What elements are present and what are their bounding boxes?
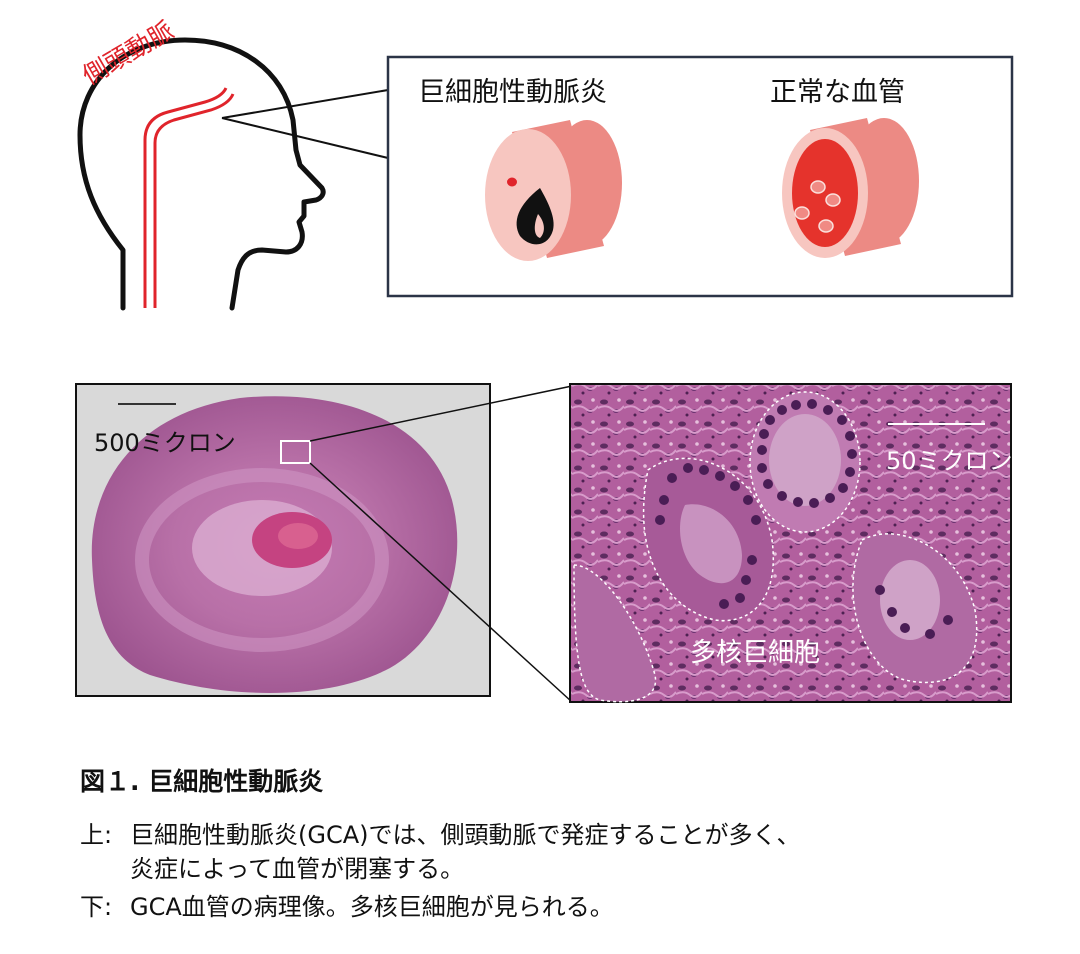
low-power-scale-label: 500ミクロン [94,429,236,457]
caption-title: 図１. 巨細胞性動脈炎 [80,767,324,796]
giant-cells-label: 多核巨細胞 [690,638,821,668]
flame-icon [516,188,554,245]
zoom-lines [309,385,573,703]
caption-line2-text: GCA血管の病理像。多核巨細胞が見られる。 [130,893,614,921]
gca-panel-title: 巨細胞性動脈炎 [418,77,607,108]
normal-panel-title: 正常な血管 [770,77,905,108]
gca-vessel-illustration [485,120,622,261]
zoom-region-box [280,440,311,464]
caption-line1-cont: 炎症によって血管が閉塞する。 [130,855,465,883]
giant-cell [749,391,861,533]
caption-line1-text: 巨細胞性動脈炎(GCA)では、側頭動脈で発症することが多く、 [130,821,801,849]
histology-low-power [75,383,491,697]
caption-line1-prefix: 上: [80,821,113,849]
high-power-scale-label: 50ミクロン [886,447,1013,475]
giant-cell [642,457,774,622]
giant-cell [852,533,978,684]
callout-lines [221,89,389,159]
temporal-artery [143,87,235,308]
histology-high-power [569,383,1012,703]
normal-vessel-illustration [782,118,919,258]
giant-cell [573,564,657,703]
caption-line2-prefix: 下: [80,893,113,921]
head-silhouette [77,37,326,311]
